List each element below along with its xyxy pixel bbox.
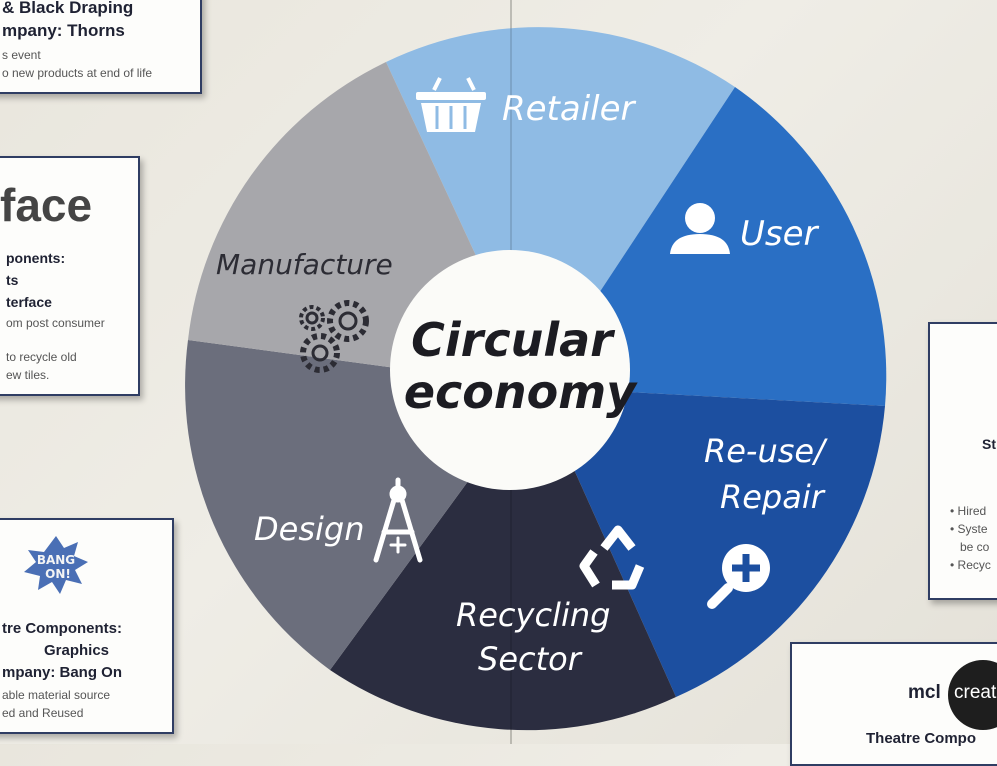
card-title: face: [0, 179, 93, 231]
card-bullet: • Syste: [950, 522, 988, 536]
basket-icon: [416, 77, 486, 132]
magnifier-plus-icon: [707, 544, 770, 609]
compass-icon: [373, 477, 423, 563]
label-recycling: Recycling: [456, 596, 610, 634]
card-right: St • Hired • Syste be co • Recyc: [928, 322, 997, 600]
center-title-line2: economy: [404, 365, 638, 419]
logo-circle: [948, 660, 997, 730]
card-bang-on: BANG ON! tre Components: Graphics mpany:…: [0, 518, 174, 734]
card-line: Theatre Compo: [866, 730, 977, 747]
card-line: ponents:: [6, 250, 66, 266]
card-line: able material source: [2, 688, 111, 702]
card-line: & Black Draping: [2, 0, 134, 17]
card-interface: face ponents: ts terface om post consume…: [0, 156, 140, 396]
card-line: Graphics: [44, 642, 110, 659]
card-line: mpany: Thorns: [2, 21, 125, 40]
logo-text: mcl: [908, 682, 941, 703]
label-reuse: Re-use/: [704, 432, 828, 470]
card-line: mpany: Bang On: [2, 664, 123, 681]
person-icon: [670, 203, 730, 254]
card-line: om post consumer: [6, 316, 105, 330]
center-title-line1: Circular: [411, 313, 616, 367]
card-line: ts: [6, 272, 19, 288]
label-design: Design: [254, 510, 364, 548]
label-retailer: Retailer: [502, 89, 637, 129]
circular-economy-diagram: Circular economy Retailer User Re-use/ R…: [185, 0, 887, 744]
logo-text: BANG: [37, 553, 75, 567]
label-repair: Repair: [720, 478, 826, 516]
bang-on-logo: BANG ON!: [24, 536, 88, 594]
logo-text: creat: [954, 682, 997, 703]
card-line: tre Components:: [2, 620, 122, 637]
gears-icon: [299, 300, 369, 373]
card-line: terface: [6, 294, 52, 310]
label-user: User: [740, 214, 820, 254]
segment-reuse-repair: [537, 387, 885, 697]
card-line: o new products at end of life: [2, 66, 153, 80]
card-bullet: • Recyc: [950, 558, 991, 572]
card-title: St: [982, 436, 996, 452]
label-manufacture: Manufacture: [216, 248, 393, 281]
logo-text: ON!: [45, 567, 71, 581]
center-circle: [390, 250, 630, 490]
card-thorns: & Black Draping mpany: Thorns s event o …: [0, 0, 202, 94]
card-line: s event: [2, 48, 41, 62]
card-bullet: • Hired: [950, 504, 987, 518]
recycle-icon: [579, 525, 645, 590]
card-bullet: be co: [960, 540, 990, 554]
card-line: ed and Reused: [2, 706, 84, 720]
card-line: to recycle old: [6, 350, 77, 364]
label-sector: Sector: [478, 640, 583, 678]
segment-recycling: [330, 387, 676, 731]
card-line: ew tiles.: [6, 368, 50, 382]
